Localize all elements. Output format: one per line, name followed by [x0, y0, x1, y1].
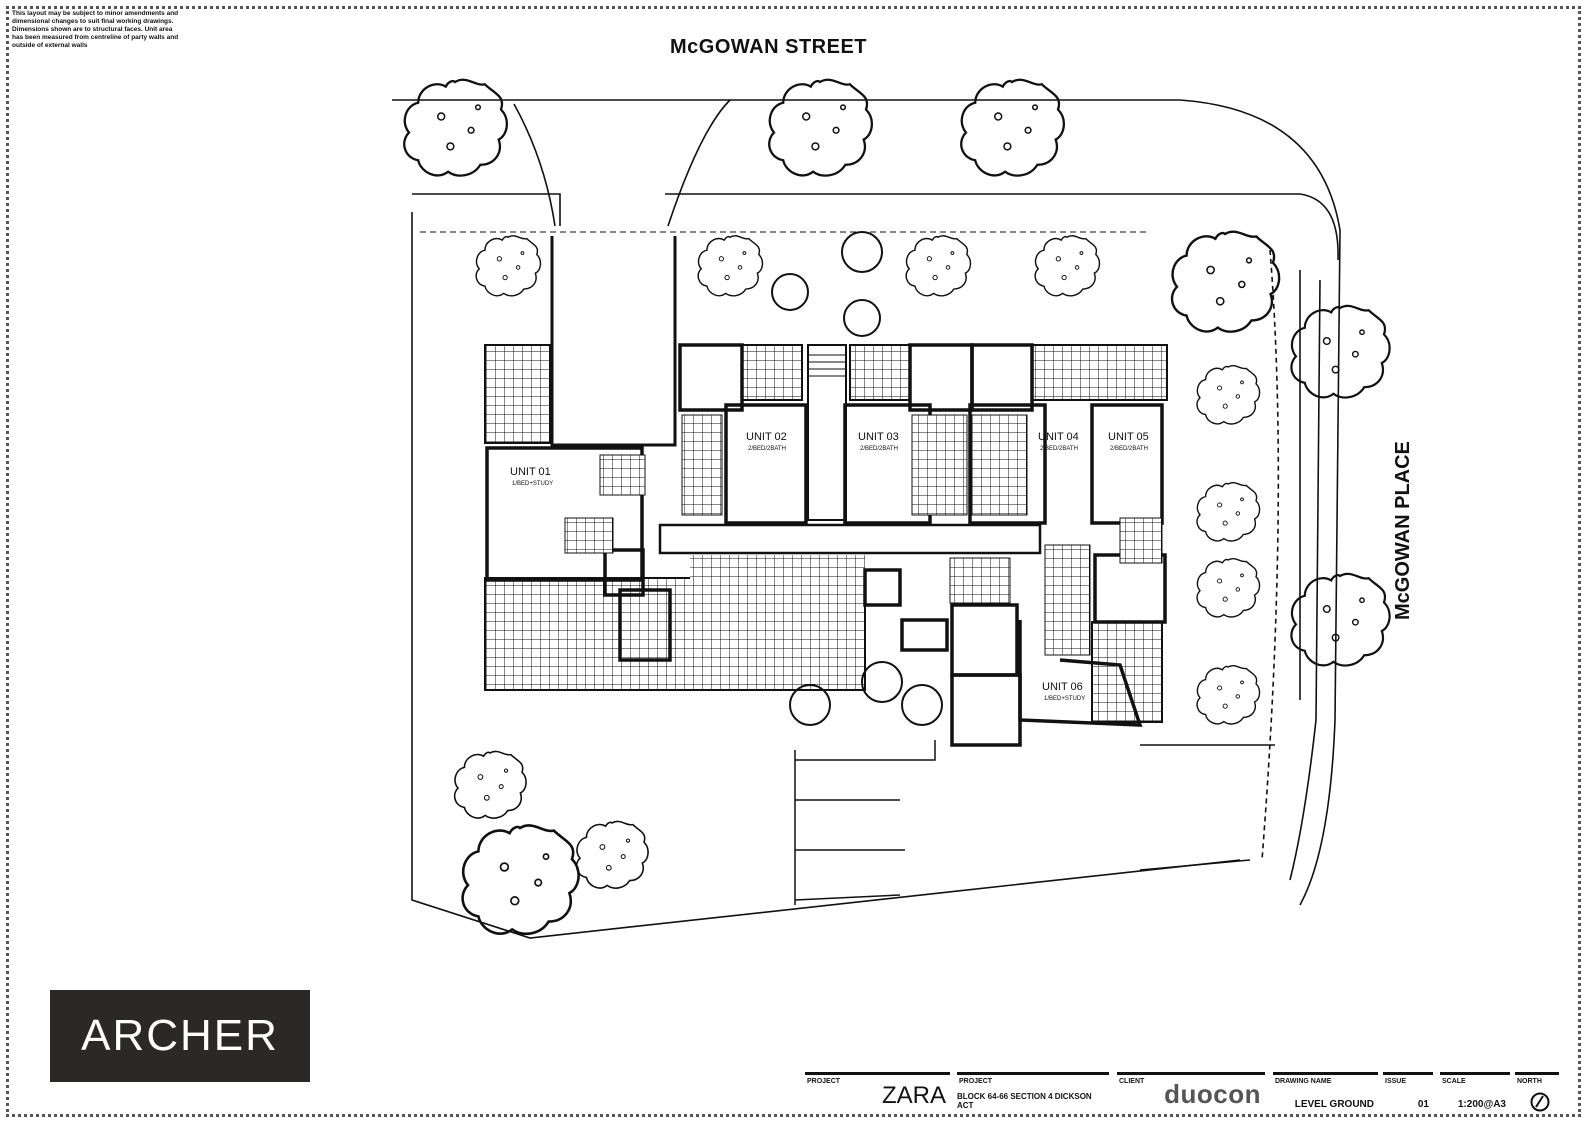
- scale-label: SCALE: [1442, 1078, 1466, 1085]
- unit-02-label: UNIT 02: [746, 431, 787, 443]
- drawing-name: LEVEL GROUND: [1294, 1099, 1374, 1110]
- unit-05-type: 2/BED/2BATH: [1110, 446, 1148, 452]
- issue-number: 01: [1417, 1099, 1429, 1110]
- archer-logo: ARCHER: [50, 990, 310, 1082]
- north-arrow-icon: [1530, 1092, 1550, 1112]
- unit-03-label: UNIT 03: [858, 431, 899, 443]
- disclaimer-note: This layout may be subject to minor amen…: [12, 10, 179, 49]
- site-address: BLOCK 64-66 SECTION 4 DICKSON ACT: [957, 1092, 1092, 1110]
- site-label: PROJECT: [959, 1078, 993, 1085]
- circular-features: [771, 231, 943, 726]
- unit-06-type: 1/BED+STUDY: [1044, 696, 1085, 702]
- unit-04-label: UNIT 04: [1038, 431, 1079, 443]
- unit-labels: UNIT 01 1/BED+STUDY UNIT 02 2/BED/2BATH …: [510, 431, 1149, 702]
- issue-label: ISSUE: [1385, 1078, 1407, 1085]
- driveway: [550, 236, 677, 447]
- unit-04-type: 2/BED/2BATH: [1040, 446, 1078, 452]
- site-boundary: [392, 99, 1341, 939]
- car-parking: [794, 740, 1275, 905]
- unit-01-type: 1/BED+STUDY: [512, 481, 553, 487]
- scale-cell: SCALE 1:200@A3: [1440, 1072, 1510, 1114]
- unit-01-label: UNIT 01: [510, 466, 551, 478]
- project-cell: PROJECT ZARA: [805, 1072, 950, 1114]
- north-label: NORTH: [1517, 1078, 1542, 1085]
- unit-06-label: UNIT 06: [1042, 681, 1083, 693]
- unit-03-type: 2/BED/2BATH: [860, 446, 898, 452]
- issue-cell: ISSUE 01: [1383, 1072, 1433, 1114]
- project-label: PROJECT: [807, 1078, 841, 1085]
- unit-02-type: 2/BED/2BATH: [748, 446, 786, 452]
- unit-05-label: UNIT 05: [1108, 431, 1149, 443]
- drawing-label: DRAWING NAME: [1275, 1078, 1332, 1085]
- client-label: CLIENT: [1119, 1078, 1145, 1085]
- title-block: PROJECT ZARA PROJECT BLOCK 64-66 SECTION…: [805, 1072, 1585, 1116]
- paved-areas: [484, 344, 1168, 723]
- project-name: ZARA: [881, 1082, 946, 1109]
- interior-detail: [564, 344, 1163, 656]
- north-cell: NORTH: [1515, 1072, 1559, 1114]
- client-name: duocon: [1164, 1079, 1261, 1109]
- site-cell: PROJECT BLOCK 64-66 SECTION 4 DICKSON AC…: [957, 1072, 1109, 1114]
- client-cell: CLIENT duocon: [1117, 1072, 1265, 1114]
- street-name-top: McGOWAN STREET: [670, 36, 868, 58]
- scale-value: 1:200@A3: [1457, 1099, 1506, 1110]
- drawing-border: [6, 6, 1581, 1117]
- drawing-cell: DRAWING NAME LEVEL GROUND: [1273, 1072, 1378, 1114]
